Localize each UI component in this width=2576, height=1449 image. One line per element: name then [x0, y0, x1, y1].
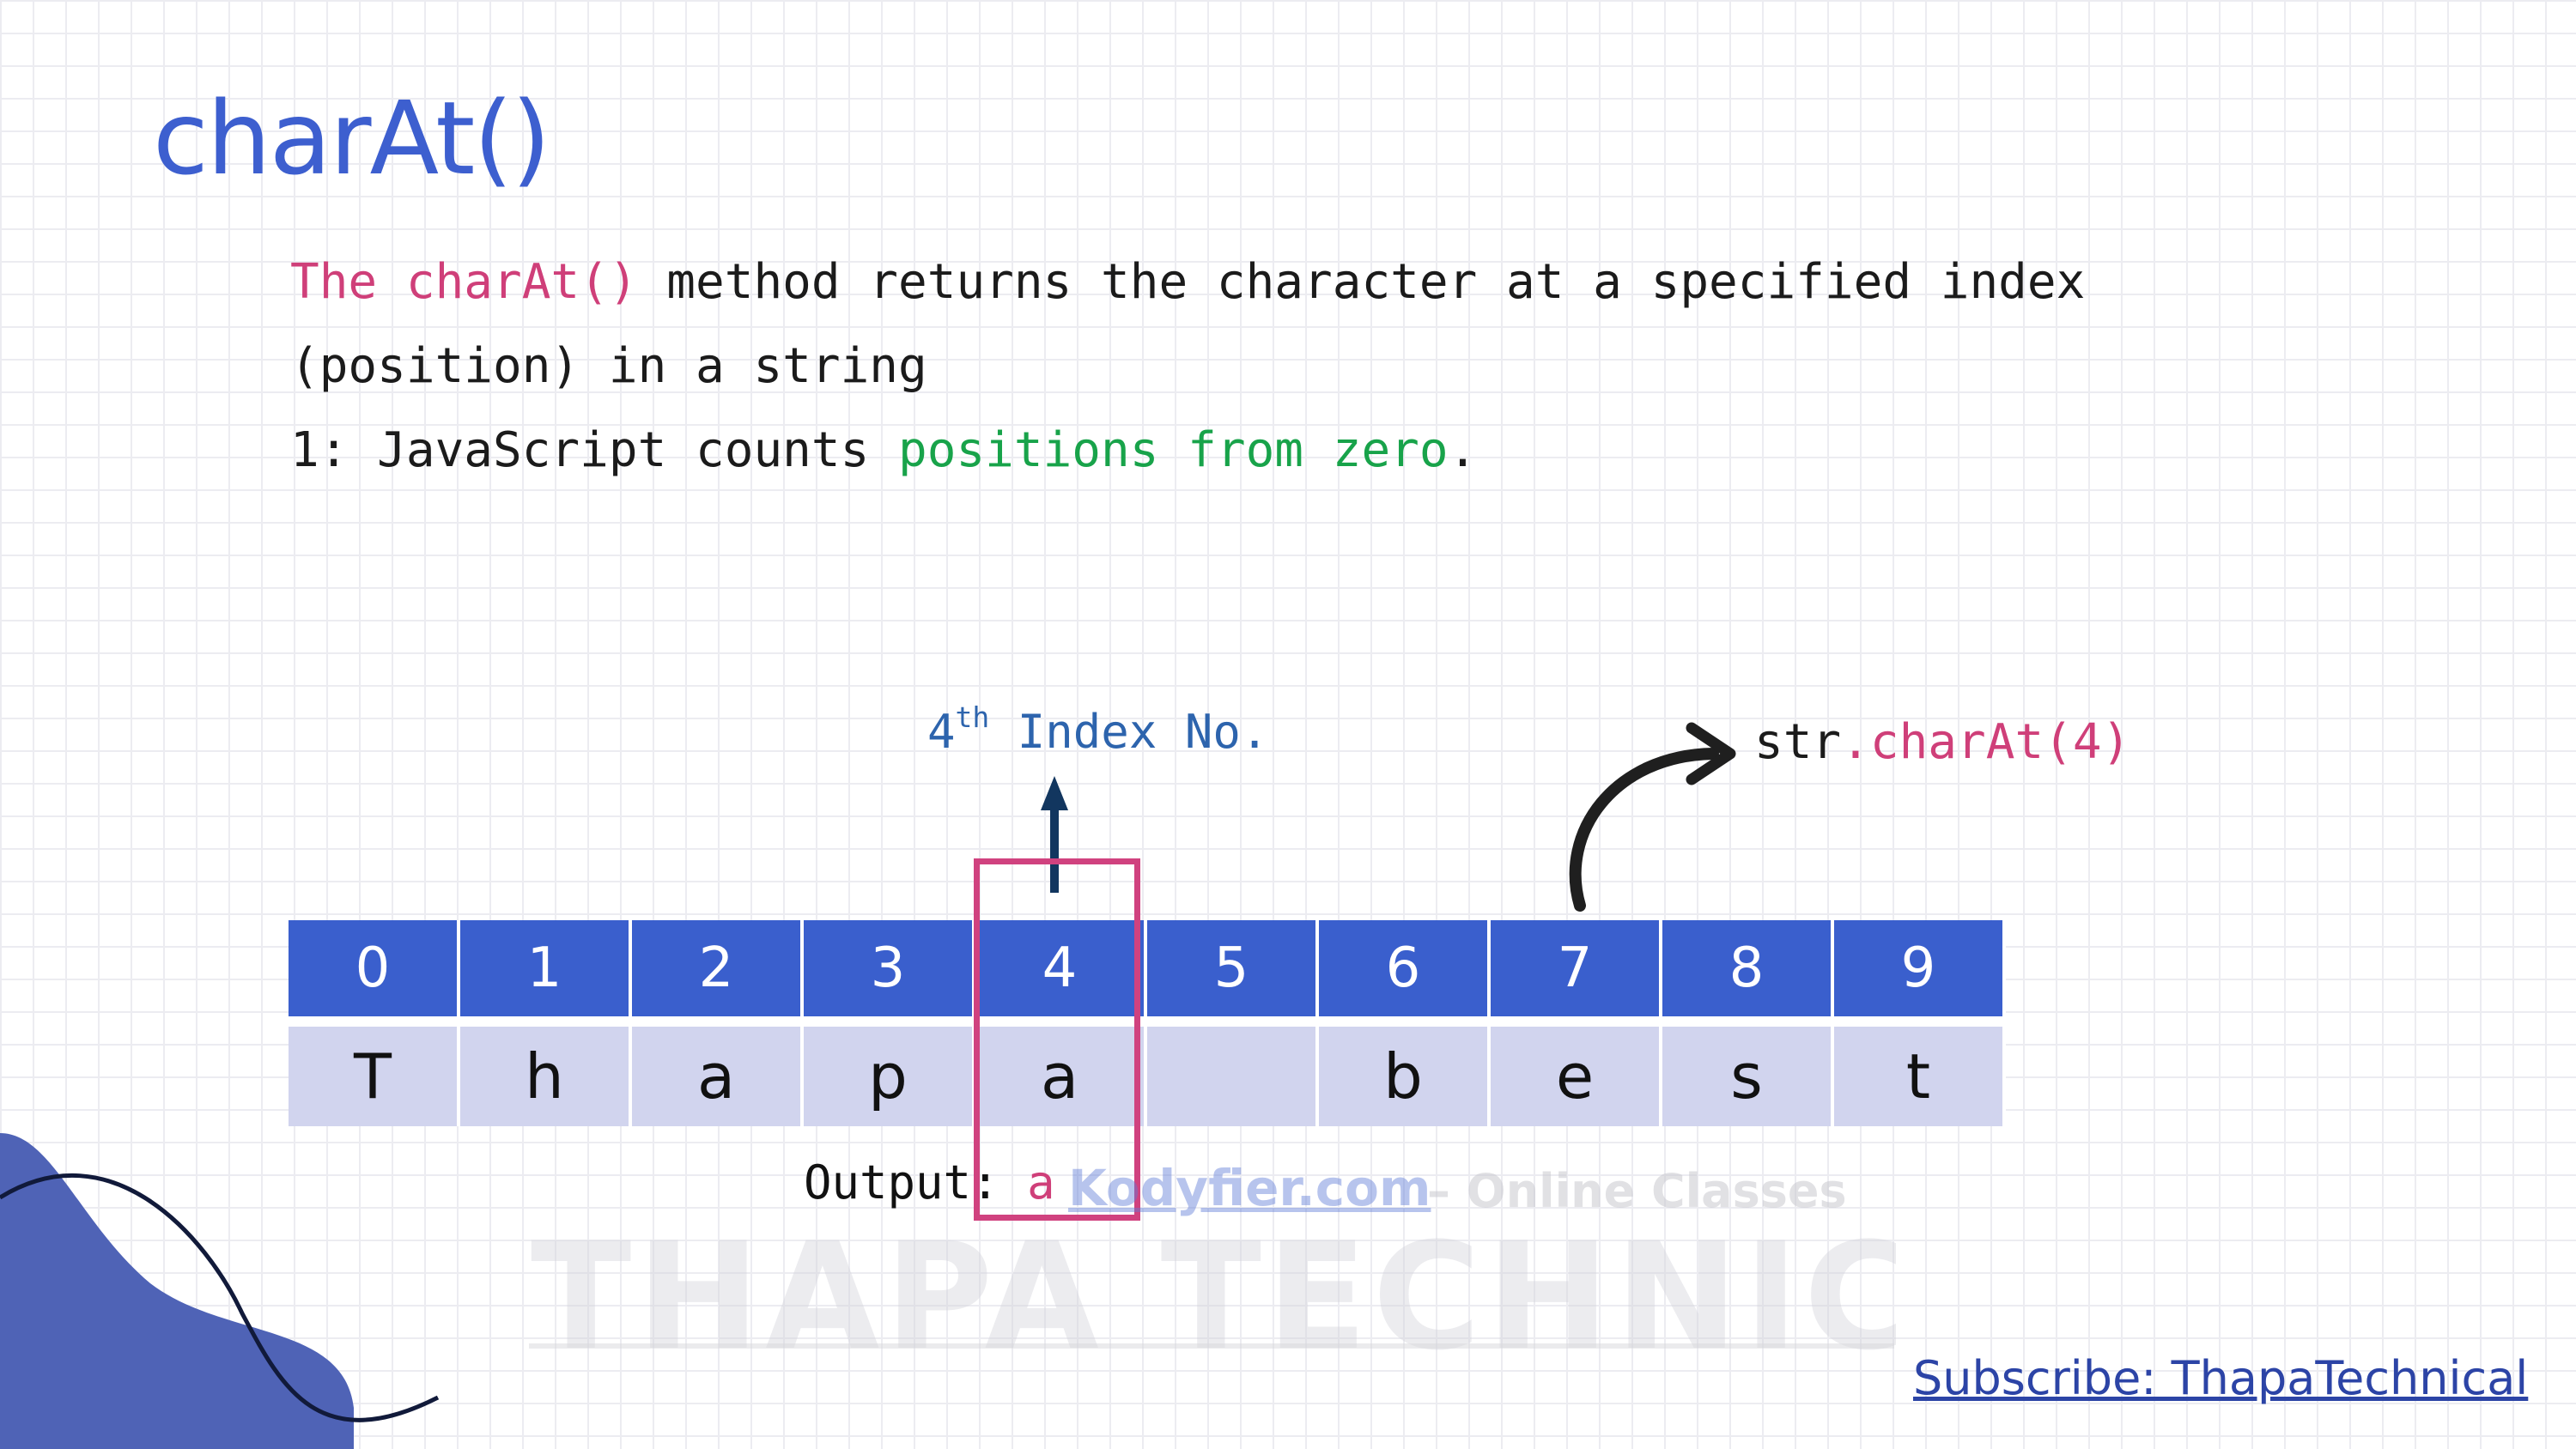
watermark-tagline: – Online Classes: [1427, 1164, 1847, 1218]
description-line-2: (position) in a string: [290, 338, 927, 394]
index-cell: 2: [632, 920, 800, 1016]
index-ordinal-suffix: th: [955, 700, 990, 734]
description-line-3: 1: JavaScript counts positions from zero…: [290, 422, 1477, 478]
description-line-1-text: method returns the character at a specif…: [637, 254, 2086, 310]
output: Output: a: [804, 1155, 1055, 1210]
index-cell: 1: [460, 920, 629, 1016]
blob-shape: [0, 1133, 354, 1449]
page-title: charAt(): [153, 79, 550, 197]
subscribe-link[interactable]: Subscribe: ThapaTechnical: [1913, 1351, 2529, 1405]
char-cell: t: [1834, 1027, 2002, 1126]
watermark-brand: THAPA TECHNICAL: [531, 1210, 1896, 1383]
up-arrow-icon: [1041, 776, 1068, 893]
highlight-box: [974, 858, 1140, 1221]
watermark-divider: [529, 1343, 1894, 1349]
output-label: Output:: [804, 1155, 999, 1210]
char-cell: h: [460, 1027, 629, 1126]
char-cell: T: [289, 1027, 457, 1126]
char-cell: e: [1491, 1027, 1659, 1126]
description-line-3-suffix: .: [1448, 422, 1478, 478]
index-cell: 6: [1319, 920, 1487, 1016]
index-label-text: Index No.: [989, 705, 1269, 759]
char-cell: [1147, 1027, 1315, 1126]
output-value: a: [999, 1155, 1055, 1210]
curved-arrow-icon: [1569, 722, 1736, 912]
code-method: .charAt(4): [1841, 714, 2131, 770]
method-name-highlight: The charAt(): [290, 254, 638, 310]
char-cell: a: [975, 1027, 1144, 1126]
index-cell: 4: [975, 920, 1144, 1016]
zero-based-highlight: positions from zero: [898, 422, 1449, 478]
watermark-link[interactable]: Kodyfier.com: [1068, 1159, 1431, 1217]
char-cell: p: [804, 1027, 972, 1126]
index-label: 4th Index No.: [927, 700, 1268, 759]
char-cell: b: [1319, 1027, 1487, 1126]
index-cell: 3: [804, 920, 972, 1016]
char-cell: s: [1662, 1027, 1831, 1126]
char-cell: a: [632, 1027, 800, 1126]
index-cell: 9: [1834, 920, 2002, 1016]
index-cell: 5: [1147, 920, 1315, 1016]
index-cell: 7: [1491, 920, 1659, 1016]
index-cell: 0: [289, 920, 457, 1016]
description-line-3-prefix: 1: JavaScript counts: [290, 422, 899, 478]
code-object: str: [1754, 714, 1842, 770]
code-callout: str.charAt(4): [1754, 714, 2130, 770]
index-number: 4: [927, 705, 956, 759]
blob-outline-curve: [0, 1173, 440, 1422]
index-cell: 8: [1662, 920, 1831, 1016]
description-line-1: The charAt() method returns the characte…: [290, 254, 2085, 310]
